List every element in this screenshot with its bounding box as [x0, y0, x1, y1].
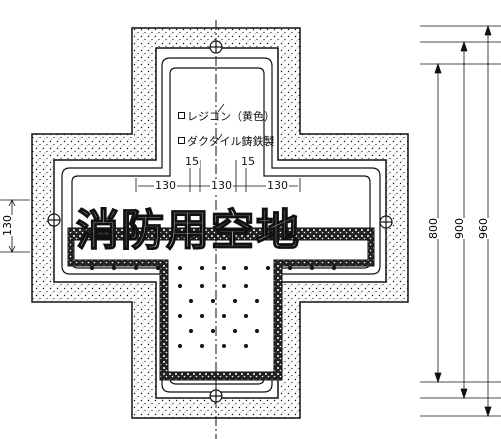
dot-pattern — [90, 266, 336, 348]
dim-130-left: 130 — [1, 215, 14, 236]
note-square-icon — [178, 112, 185, 119]
resin-infill — [73, 239, 369, 373]
left-dimension-lines — [0, 199, 30, 253]
note-ductile-iron-text: ダクタイル鋳鉄製 — [187, 135, 275, 148]
dim-130-b: 130 — [210, 179, 233, 192]
dim-800: 800 — [427, 218, 440, 239]
dim-960: 960 — [477, 218, 490, 239]
contour-line-1 — [61, 57, 381, 393]
main-lettering: 消防用空地 — [75, 205, 301, 257]
contour-line-2 — [71, 67, 371, 385]
note-resin: レジコン（黄色） — [178, 108, 275, 124]
note-resin-text: レジコン（黄色） — [187, 110, 275, 123]
dim-15-left: 15 — [184, 155, 200, 168]
bolt-markers — [47, 40, 393, 403]
dim-130-c: 130 — [266, 179, 289, 192]
leader-lines — [217, 103, 225, 141]
frame-inner — [53, 47, 387, 399]
dim-15-right: 15 — [240, 155, 256, 168]
note-ductile-iron: ダクタイル鋳鉄製 — [178, 133, 275, 149]
dim-130-a: 130 — [154, 179, 177, 192]
dim-900: 900 — [453, 218, 466, 239]
note-square-icon — [178, 137, 185, 144]
